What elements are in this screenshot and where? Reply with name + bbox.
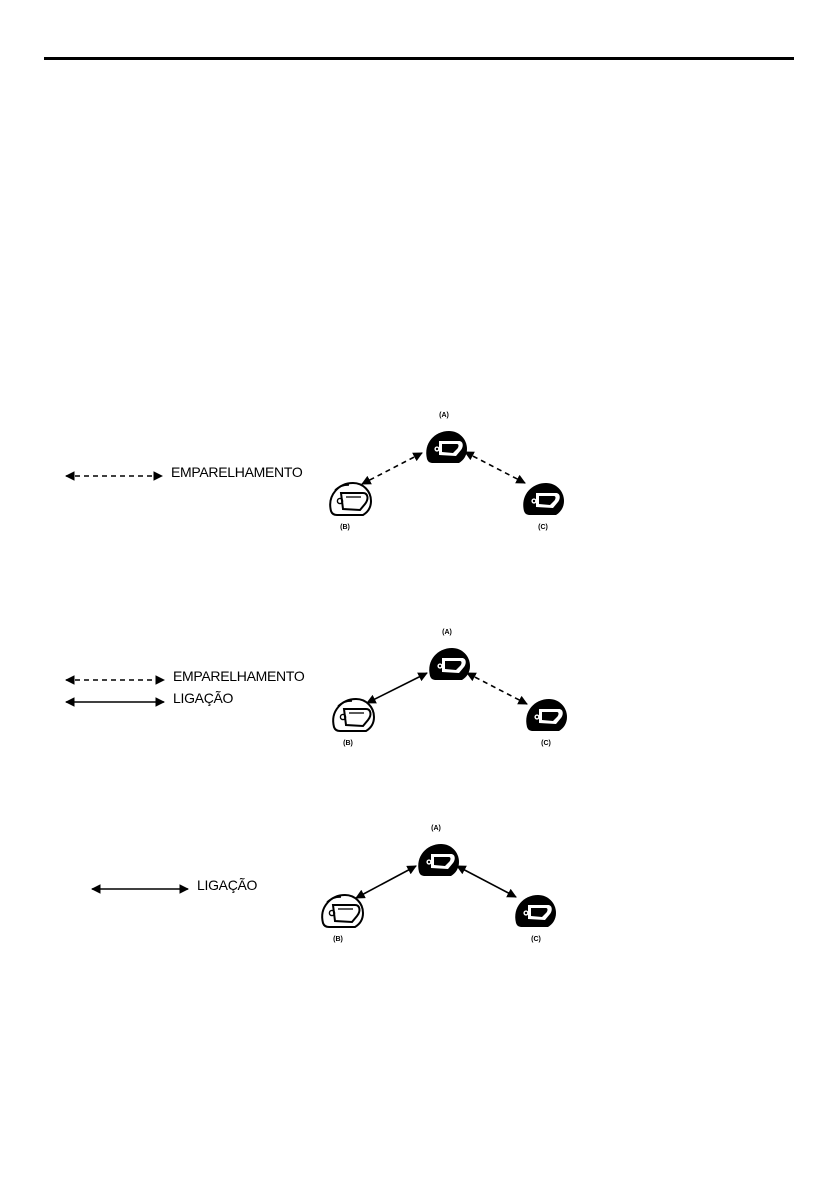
- legend-pairing-label: EMPARELHAMENTO: [173, 668, 304, 684]
- diagram-2-canvas: [0, 620, 840, 760]
- helmet-b-icon: [330, 483, 371, 515]
- node-a-label: (A): [439, 412, 449, 419]
- helmet-c-icon: [515, 895, 556, 927]
- helmet-b-icon: [333, 699, 374, 731]
- link-a-b: [362, 453, 422, 484]
- helmet-c-icon: [526, 699, 567, 731]
- top-rule: [44, 57, 794, 60]
- helmet-a-icon: [429, 648, 470, 680]
- link-a-c: [467, 673, 527, 704]
- link-a-c: [457, 866, 516, 897]
- legend-pairing-label: EMPARELHAMENTO: [171, 464, 302, 480]
- diagram-3-canvas: [0, 815, 840, 955]
- node-b-label: (B): [333, 936, 343, 943]
- node-c-label: (C): [538, 524, 548, 531]
- node-c-label: (C): [531, 936, 541, 943]
- legend-connection-label: LIGAÇÃO: [173, 690, 233, 706]
- helmet-b-icon: [322, 895, 363, 927]
- diagram-pairing: EMPARELHAMENTO (A) (B) (C): [0, 400, 840, 540]
- link-a-c: [465, 452, 525, 483]
- node-c-label: (C): [541, 740, 551, 747]
- helmet-a-icon: [426, 431, 467, 463]
- link-a-b: [367, 673, 427, 703]
- helmet-c-icon: [523, 483, 564, 515]
- diagram-1-canvas: [0, 400, 840, 540]
- helmet-a-icon: [418, 844, 459, 876]
- legend-connection-label: LIGAÇÃO: [197, 877, 257, 893]
- diagram-connection: LIGAÇÃO (A) (B) (C): [0, 815, 840, 955]
- diagram-mixed: EMPARELHAMENTO LIGAÇÃO (A) (B) (C): [0, 620, 840, 760]
- link-a-b: [356, 866, 416, 898]
- node-a-label: (A): [431, 825, 441, 832]
- node-a-label: (A): [442, 629, 452, 636]
- node-b-label: (B): [343, 740, 353, 747]
- node-b-label: (B): [340, 524, 350, 531]
